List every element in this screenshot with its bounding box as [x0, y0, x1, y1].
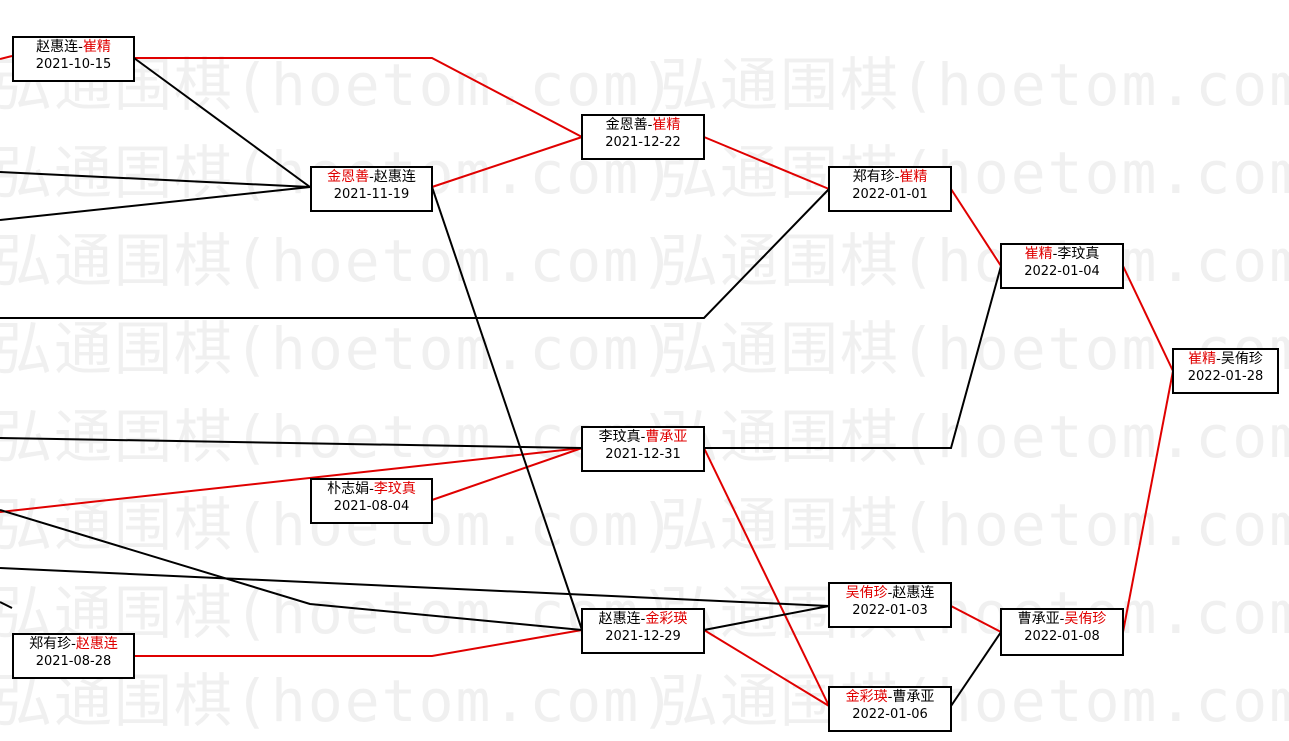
winner-path-line — [134, 57, 583, 138]
match-players: 吴侑珍-赵惠连 — [845, 585, 935, 601]
winner-path-line — [0, 55, 13, 60]
match-box[interactable]: 郑有珍-赵惠连 2021-08-28 — [12, 633, 135, 679]
loser-path-line — [703, 605, 830, 631]
match-players: 赵惠连-崔精 — [36, 39, 111, 55]
match-box[interactable]: 吴侑珍-赵惠连 2022-01-03 — [828, 582, 952, 628]
player-name: 崔精 — [82, 39, 111, 55]
player-name: 曹承亚 — [645, 429, 688, 445]
winner-path-line — [950, 188, 1002, 267]
winner-path-line — [431, 136, 583, 188]
match-box[interactable]: 赵惠连-崔精 2021-10-15 — [12, 36, 135, 82]
winner-path-line — [0, 447, 583, 513]
player-name: 崔精 — [1024, 246, 1053, 262]
match-box[interactable]: 崔精-李玟真 2022-01-04 — [1000, 243, 1124, 289]
loser-path-line — [0, 171, 311, 188]
match-date: 2021-10-15 — [35, 57, 112, 72]
loser-path-line — [431, 186, 583, 631]
match-players: 崔精-李玟真 — [1024, 246, 1100, 262]
match-players: 郑有珍-崔精 — [852, 169, 928, 185]
match-date: 2021-08-04 — [333, 499, 410, 514]
player-name: 赵惠连 — [36, 39, 79, 55]
player-name: 曹承亚 — [892, 689, 935, 705]
winner-path-line — [703, 136, 830, 190]
winner-path-line — [703, 629, 830, 707]
winner-path-line — [134, 629, 583, 657]
player-name: 金恩善 — [605, 117, 648, 133]
loser-path-line — [0, 437, 583, 449]
loser-path-line — [0, 186, 311, 221]
match-box[interactable]: 李玟真-曹承亚 2021-12-31 — [581, 426, 705, 472]
loser-path-line — [133, 57, 311, 188]
match-box[interactable]: 郑有珍-崔精 2022-01-01 — [828, 166, 952, 212]
match-players: 郑有珍-赵惠连 — [29, 636, 118, 652]
player-name: 吴侑珍 — [1064, 611, 1107, 627]
match-date: 2021-11-19 — [333, 187, 410, 202]
match-date: 2022-01-28 — [1187, 369, 1264, 384]
player-name: 金彩瑛 — [645, 611, 688, 627]
match-box[interactable]: 朴志娟-李玟真 2021-08-04 — [310, 478, 433, 524]
match-date: 2022-01-01 — [852, 187, 928, 202]
match-players: 崔精-吴侑珍 — [1188, 351, 1263, 367]
player-name: 吴侑珍 — [1220, 351, 1263, 367]
player-name: 郑有珍 — [29, 636, 72, 652]
match-date: 2021-12-29 — [605, 629, 681, 644]
match-box[interactable]: 赵惠连-金彩瑛 2021-12-29 — [581, 608, 705, 654]
match-players: 朴志娟-李玟真 — [327, 481, 416, 497]
match-box[interactable]: 金彩瑛-曹承亚 2022-01-06 — [828, 686, 952, 732]
match-date: 2021-12-22 — [605, 135, 681, 150]
winner-path-line — [431, 447, 583, 501]
match-date: 2021-08-28 — [35, 654, 112, 669]
match-players: 李玟真-曹承亚 — [598, 429, 688, 445]
match-box[interactable]: 曹承亚-吴侑珍 2022-01-08 — [1000, 608, 1124, 656]
loser-path-line — [0, 601, 13, 609]
match-date: 2021-12-31 — [605, 447, 681, 462]
loser-path-line — [950, 631, 1002, 707]
loser-path-line — [704, 265, 1002, 449]
match-box[interactable]: 金恩善-崔精 2021-12-22 — [581, 114, 705, 160]
match-players: 曹承亚-吴侑珍 — [1017, 611, 1107, 627]
loser-path-line — [0, 567, 830, 607]
player-name: 金恩善 — [327, 169, 370, 185]
player-name: 崔精 — [652, 117, 681, 133]
player-name: 崔精 — [1188, 351, 1217, 367]
player-name: 李玟真 — [373, 481, 416, 497]
player-name: 李玟真 — [1057, 246, 1100, 262]
winner-path-line — [950, 605, 1002, 633]
match-date: 2022-01-04 — [1024, 264, 1100, 279]
match-box[interactable]: 崔精-吴侑珍 2022-01-28 — [1172, 348, 1279, 394]
match-date: 2022-01-08 — [1024, 629, 1100, 644]
player-name: 李玟真 — [598, 429, 641, 445]
player-name: 郑有珍 — [852, 169, 895, 185]
loser-path-line — [0, 509, 583, 631]
match-players: 赵惠连-金彩瑛 — [598, 611, 688, 627]
winner-path-line — [1122, 265, 1174, 372]
match-players: 金恩善-崔精 — [605, 117, 681, 133]
player-name: 朴志娟 — [327, 481, 370, 497]
player-name: 赵惠连 — [892, 585, 935, 601]
winner-path-line — [1122, 370, 1174, 633]
player-name: 赵惠连 — [598, 611, 641, 627]
player-name: 曹承亚 — [1017, 611, 1060, 627]
match-players: 金恩善-赵惠连 — [327, 169, 416, 185]
match-date: 2022-01-06 — [852, 707, 928, 722]
player-name: 崔精 — [899, 169, 928, 185]
player-name: 赵惠连 — [373, 169, 416, 185]
loser-path-line — [0, 188, 830, 319]
match-box[interactable]: 金恩善-赵惠连 2021-11-19 — [310, 166, 433, 212]
player-name: 吴侑珍 — [845, 585, 888, 601]
winner-path-line — [703, 447, 830, 707]
match-players: 金彩瑛-曹承亚 — [845, 689, 935, 705]
match-date: 2022-01-03 — [852, 603, 928, 618]
player-name: 赵惠连 — [75, 636, 118, 652]
player-name: 金彩瑛 — [845, 689, 888, 705]
